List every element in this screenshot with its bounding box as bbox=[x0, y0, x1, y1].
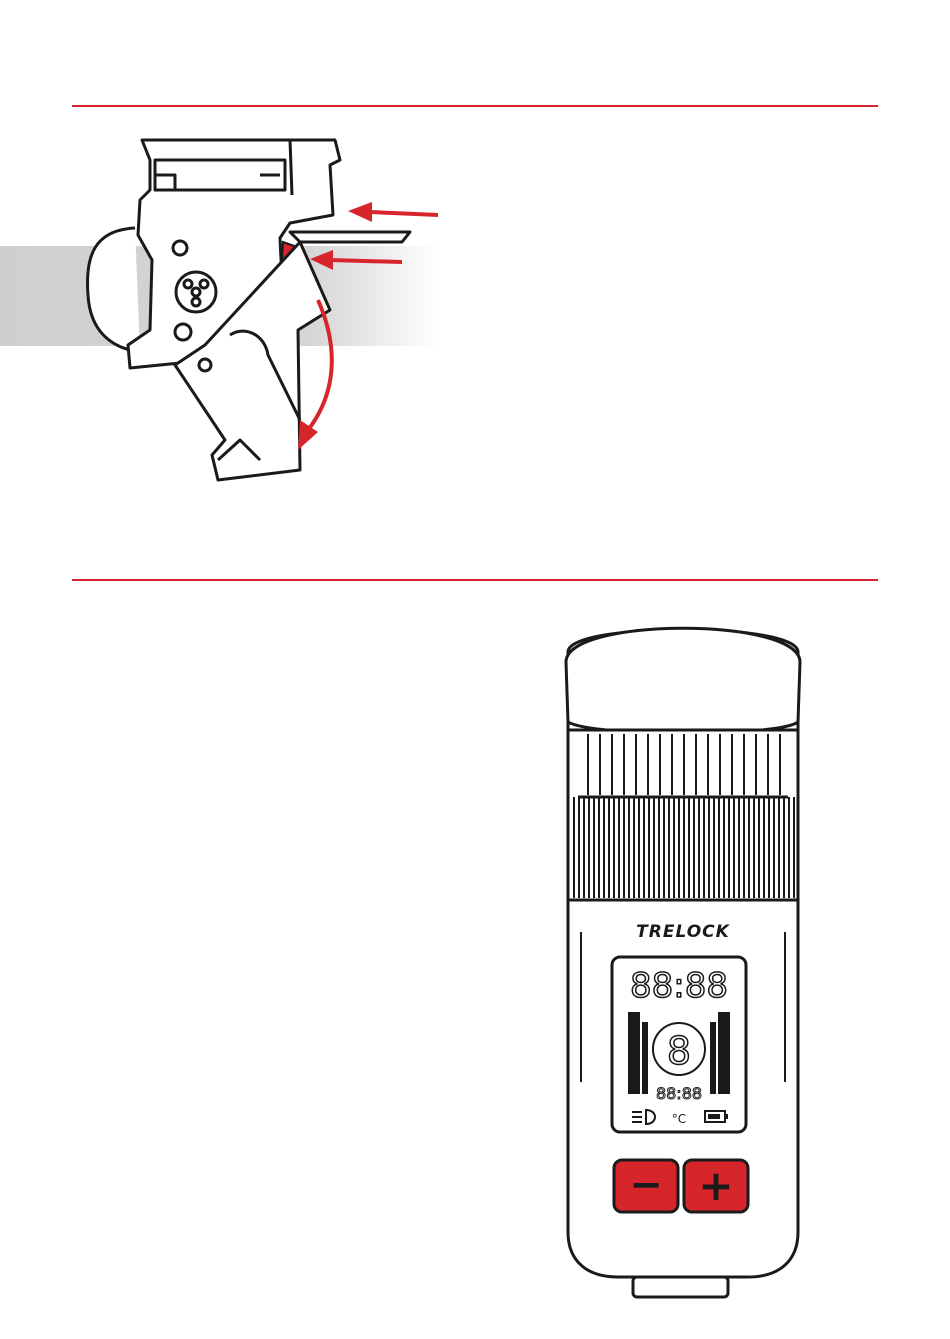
small-readout: 88:88 bbox=[656, 1084, 702, 1103]
plus-icon: + bbox=[698, 1161, 733, 1210]
lamp-lens-cap bbox=[566, 628, 800, 733]
temperature-icon: °C bbox=[672, 1112, 686, 1126]
headlight-illustration: TRELOCK 88:88 8 88:88 °C − + bbox=[548, 612, 818, 1312]
mode-digit: 8 bbox=[667, 1029, 691, 1073]
plus-button[interactable]: + bbox=[684, 1160, 748, 1212]
level-bar-right bbox=[710, 1012, 730, 1094]
clock-readout: 88:88 bbox=[630, 966, 728, 1006]
minus-button[interactable]: − bbox=[614, 1160, 678, 1212]
push-arrow bbox=[348, 202, 438, 222]
section-divider-top bbox=[72, 105, 878, 107]
brand-logo: TRELOCK bbox=[636, 922, 730, 942]
bottom-connector bbox=[633, 1277, 728, 1297]
minus-icon: − bbox=[629, 1162, 663, 1208]
lock-screw-icon bbox=[176, 272, 216, 312]
battery-icon bbox=[705, 1111, 728, 1122]
section-divider-middle bbox=[72, 579, 878, 581]
mount-illustration bbox=[0, 120, 470, 500]
level-bar-left bbox=[628, 1012, 648, 1094]
